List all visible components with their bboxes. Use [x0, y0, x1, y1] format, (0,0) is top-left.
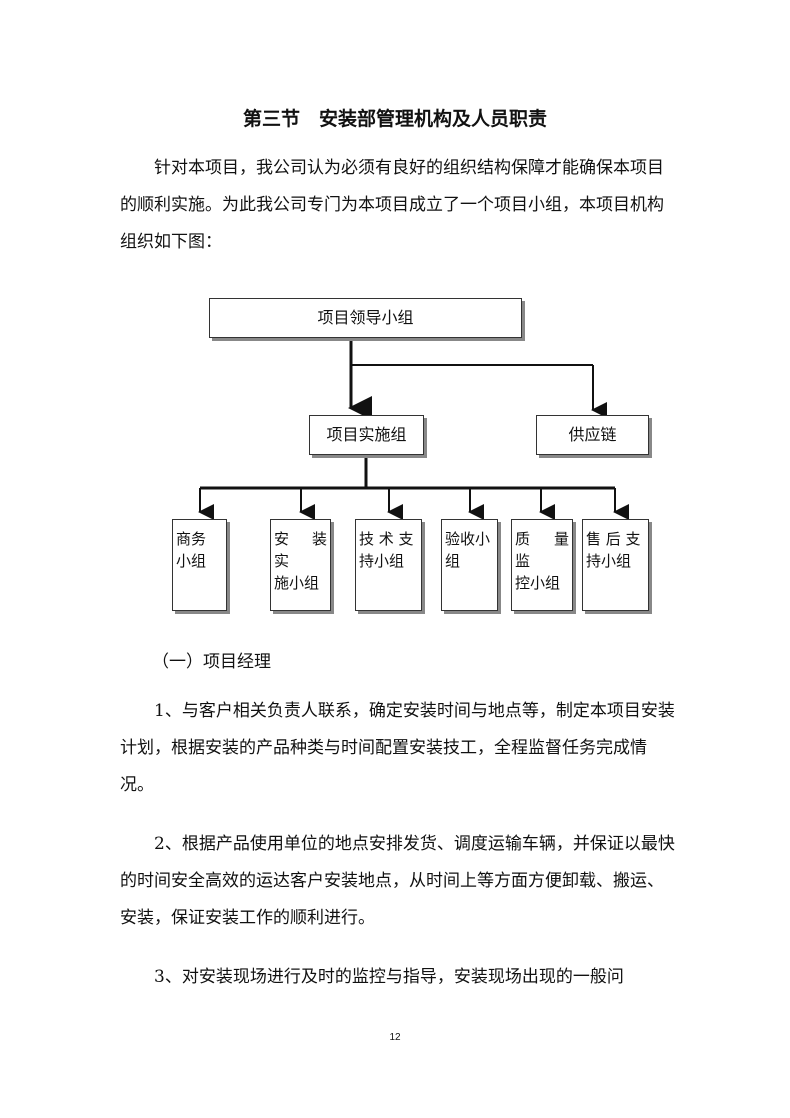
leader-box: 项目领导小组 — [209, 298, 522, 338]
list-item: 2、根据产品使用单位的地点安排发货、调度运输车辆，并保证以最快的时间安全高效的运… — [120, 834, 675, 928]
subgroup-label-line2: 控小组 — [515, 574, 561, 592]
subgroup-box: 商务 小组 — [172, 519, 227, 611]
org-chart: 项目领导小组 项目实施组 供应链 商务 小组 安 装 实 施小组 技 术 支 持… — [172, 298, 649, 611]
subgroup-label-line2: 施小组 — [274, 574, 320, 592]
page-title: 第三节 安装部管理机构及人员职责 — [242, 108, 547, 130]
subgroup-label-line1: 质 量 监 — [515, 530, 569, 570]
subgroup-label-line1: 售 后 支 — [586, 530, 641, 548]
subgroup-label-line2: 组 — [445, 552, 461, 570]
subgroup-box: 质 量 监 控小组 — [511, 519, 573, 611]
section-title: （一）项目经理 — [152, 652, 271, 672]
subgroup-box: 售 后 支 持小组 — [582, 519, 649, 611]
subgroup-label-line1: 商务 — [176, 530, 207, 548]
subgroup-label-line2: 持小组 — [359, 552, 405, 570]
page-number: 12 — [389, 1032, 401, 1043]
list-item: 1、与客户相关负责人联系，确定安装时间与地点等，制定本项目安装计划，根据安装的产… — [120, 701, 675, 795]
implementation-box: 项目实施组 — [309, 415, 424, 455]
org-chart-connectors — [198, 340, 629, 520]
supply-chain-box: 供应链 — [536, 415, 649, 455]
subgroup-label-line1: 技 术 支 — [359, 530, 414, 548]
subgroup-label-line1: 安 装 实 — [274, 530, 327, 570]
subgroup-box: 技 术 支 持小组 — [355, 519, 422, 611]
subgroup-label-line1: 验收小 — [445, 530, 491, 548]
subgroup-box: 安 装 实 施小组 — [270, 519, 331, 611]
subgroup-label-line2: 持小组 — [586, 552, 632, 570]
subgroup-label-line2: 小组 — [176, 552, 207, 570]
subgroup-box: 验收小 组 — [441, 519, 498, 611]
list-item: 3、对安装现场进行及时的监控与指导，安装现场出现的一般问 — [154, 967, 624, 987]
intro-paragraph: 针对本项目，我公司认为必须有良好的组织结构保障才能确保本项目的顺利实施。为此我公… — [120, 158, 664, 252]
